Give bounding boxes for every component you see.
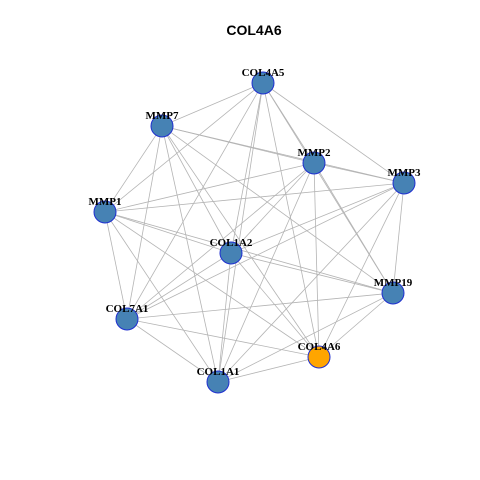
node-col1a1[interactable]: COL1A1	[197, 366, 240, 394]
edge-col4a5-col4a6	[262, 82, 320, 358]
edge-mmp2-col7a1	[126, 162, 315, 320]
node-label-col7a1: COL7A1	[106, 303, 149, 315]
node-mmp19[interactable]: MMP19	[374, 277, 413, 305]
edge-col1a2-mmp19	[230, 252, 394, 294]
edge-mmp3-col1a1	[217, 182, 405, 383]
edge-mmp2-mmp1	[104, 162, 315, 213]
edge-mmp1-col1a2	[104, 211, 232, 254]
node-label-col1a2: COL1A2	[210, 237, 253, 249]
node-mmp3[interactable]: MMP3	[388, 167, 421, 195]
node-col1a2[interactable]: COL1A2	[210, 237, 253, 265]
edge-mmp2-mmp3	[313, 162, 405, 184]
edge-mmp2-mmp19	[313, 162, 394, 294]
edge-mmp1-col7a1	[104, 211, 128, 320]
edge-mmp3-mmp19	[392, 182, 405, 294]
node-label-col4a5: COL4A5	[242, 67, 285, 79]
node-mmp2[interactable]: MMP2	[298, 147, 331, 175]
edge-col7a1-col4a6	[126, 318, 320, 358]
edge-mmp7-col1a1	[161, 125, 219, 383]
edge-mmp3-mmp1	[104, 182, 405, 213]
node-col4a5[interactable]: COL4A5	[242, 67, 285, 95]
edge-mmp1-mmp19	[104, 211, 394, 294]
node-layer: COL4A5MMP7MMP2MMP3MMP1COL1A2MMP19COL7A1C…	[89, 67, 421, 394]
edge-mmp7-col1a2	[161, 125, 232, 254]
edge-col1a2-col4a6	[230, 252, 320, 358]
node-label-mmp1: MMP1	[89, 196, 122, 208]
edge-mmp19-col4a6	[318, 292, 394, 358]
node-circle-mmp3[interactable]	[392, 171, 416, 195]
node-circle-mmp19[interactable]	[381, 281, 405, 305]
edge-mmp3-col4a6	[318, 182, 405, 358]
edge-col4a6-col1a1	[217, 356, 320, 383]
edge-col4a5-mmp7	[161, 82, 264, 127]
node-col4a6[interactable]: COL4A6	[298, 341, 341, 369]
node-circle-col4a6[interactable]	[307, 345, 331, 369]
edge-col1a2-col7a1	[126, 252, 232, 320]
node-col7a1[interactable]: COL7A1	[106, 303, 149, 331]
node-label-col4a6: COL4A6	[298, 341, 341, 353]
edge-mmp7-col4a6	[161, 125, 320, 358]
edge-col4a5-mmp1	[104, 82, 264, 213]
edge-mmp2-col1a2	[230, 162, 315, 254]
edge-mmp7-mmp19	[161, 125, 394, 294]
edge-mmp7-mmp1	[104, 125, 163, 213]
node-label-mmp3: MMP3	[388, 167, 421, 179]
edge-col4a5-col1a2	[230, 82, 264, 254]
edge-col7a1-col1a1	[126, 318, 219, 383]
node-label-mmp19: MMP19	[374, 277, 413, 289]
edge-mmp7-mmp3	[161, 125, 405, 184]
edge-mmp2-col4a6	[313, 162, 320, 358]
node-label-mmp7: MMP7	[146, 110, 179, 122]
node-mmp7[interactable]: MMP7	[146, 110, 179, 138]
node-circle-mmp2[interactable]	[302, 151, 326, 175]
edge-mmp19-col1a1	[217, 292, 394, 383]
node-label-col1a1: COL1A1	[197, 366, 240, 378]
edge-col4a5-mmp3	[262, 82, 405, 184]
node-circle-mmp7[interactable]	[150, 114, 174, 138]
edge-mmp1-col4a6	[104, 211, 320, 358]
edge-col4a5-col1a1	[217, 82, 264, 383]
node-circle-col4a5[interactable]	[251, 71, 275, 95]
node-circle-col7a1[interactable]	[115, 307, 139, 331]
node-mmp1[interactable]: MMP1	[89, 196, 122, 224]
edge-mmp3-col7a1	[126, 182, 405, 320]
node-label-mmp2: MMP2	[298, 147, 331, 159]
node-circle-col1a1[interactable]	[206, 370, 230, 394]
edge-mmp2-col1a1	[217, 162, 315, 383]
edge-col1a2-col1a1	[217, 252, 232, 383]
edge-layer	[104, 82, 405, 383]
edge-mmp19-col7a1	[126, 292, 394, 320]
edge-mmp7-col7a1	[126, 125, 163, 320]
edge-mmp3-col1a2	[230, 182, 405, 254]
graph-title: COL4A6	[226, 22, 281, 38]
node-circle-mmp1[interactable]	[93, 200, 117, 224]
node-circle-col1a2[interactable]	[219, 241, 243, 265]
